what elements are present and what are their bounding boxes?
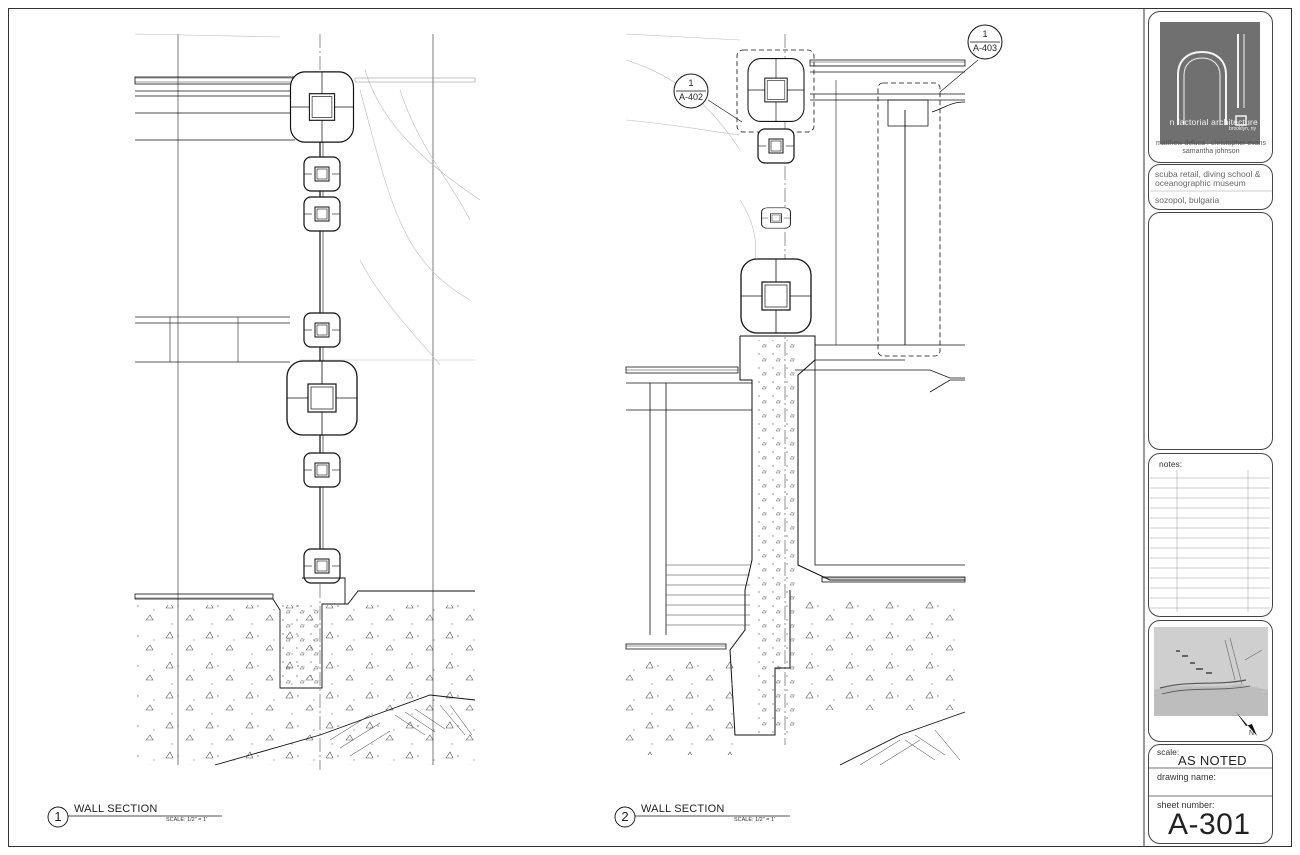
scale-label: scale: [1157, 747, 1180, 757]
wall-section-1-linework [134, 33, 481, 770]
firm-logo-icon [1177, 34, 1247, 126]
callout-a402-sheet: A-402 [678, 92, 704, 102]
callout-a403-sheet: A-403 [972, 43, 998, 53]
project-name-line-1: scuba retail, diving school & [1155, 169, 1261, 179]
team-line-1: matthew deluca . christopher evans [1155, 140, 1267, 147]
title-block-info-box [1148, 744, 1273, 844]
notes-label: notes: [1159, 459, 1183, 469]
sheet-number-label: sheet number: [1157, 800, 1215, 810]
project-location: sozopol, bulgaria [1155, 195, 1220, 205]
title-block-keyplan-box [1148, 620, 1273, 742]
callout-a403-number: 1 [982, 29, 988, 39]
north-label: N [1249, 730, 1255, 737]
firm-logo-panel [1160, 22, 1260, 144]
drawing-name-label: drawing name: [1157, 772, 1217, 782]
drawing-2-scale: SCALE: 1/2" = 1' [734, 817, 776, 823]
sheet-number: A-301 [1168, 808, 1251, 841]
firm-name: n factorial architecture [1169, 117, 1258, 127]
team-line-2: samantha johnson [1182, 148, 1240, 155]
drawing-1-scale: SCALE: 1/2" = 1' [166, 817, 208, 823]
drawing-2-number: 2 [621, 809, 629, 824]
title-block-notes-box [1148, 453, 1273, 617]
title-block-blank-box [1148, 212, 1273, 450]
team-names: matthew deluca . christopher evans saman… [1150, 140, 1272, 156]
drawing-1-number: 1 [54, 809, 62, 824]
drawing-1-title: WALL SECTION [74, 803, 158, 815]
scale-value: AS NOTED [1178, 753, 1247, 768]
wall-section-2-linework [625, 33, 966, 766]
drawing-2-title: WALL SECTION [641, 803, 725, 815]
callout-a402-number: 1 [688, 78, 694, 88]
project-name-line-2: oceanographic museum [1155, 178, 1246, 188]
firm-city: brooklyn, ny [1229, 126, 1256, 132]
project-name: scuba retail, diving school & oceanograp… [1155, 170, 1271, 188]
title-block-project-box [1148, 164, 1273, 210]
